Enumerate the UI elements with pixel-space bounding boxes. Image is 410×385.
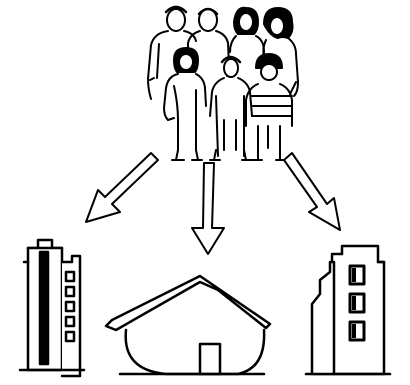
arrow-to-house: [192, 163, 224, 254]
office-building-icon: [306, 246, 390, 374]
arrow-to-apartment: [86, 153, 158, 222]
person-icon: [164, 48, 206, 160]
apartment-tower-icon: [20, 240, 84, 376]
group-of-people-icon: [148, 7, 298, 160]
house-icon: [106, 276, 270, 374]
person-icon: [246, 54, 292, 160]
person-icon: [263, 8, 298, 96]
arrow-to-building: [284, 153, 340, 230]
